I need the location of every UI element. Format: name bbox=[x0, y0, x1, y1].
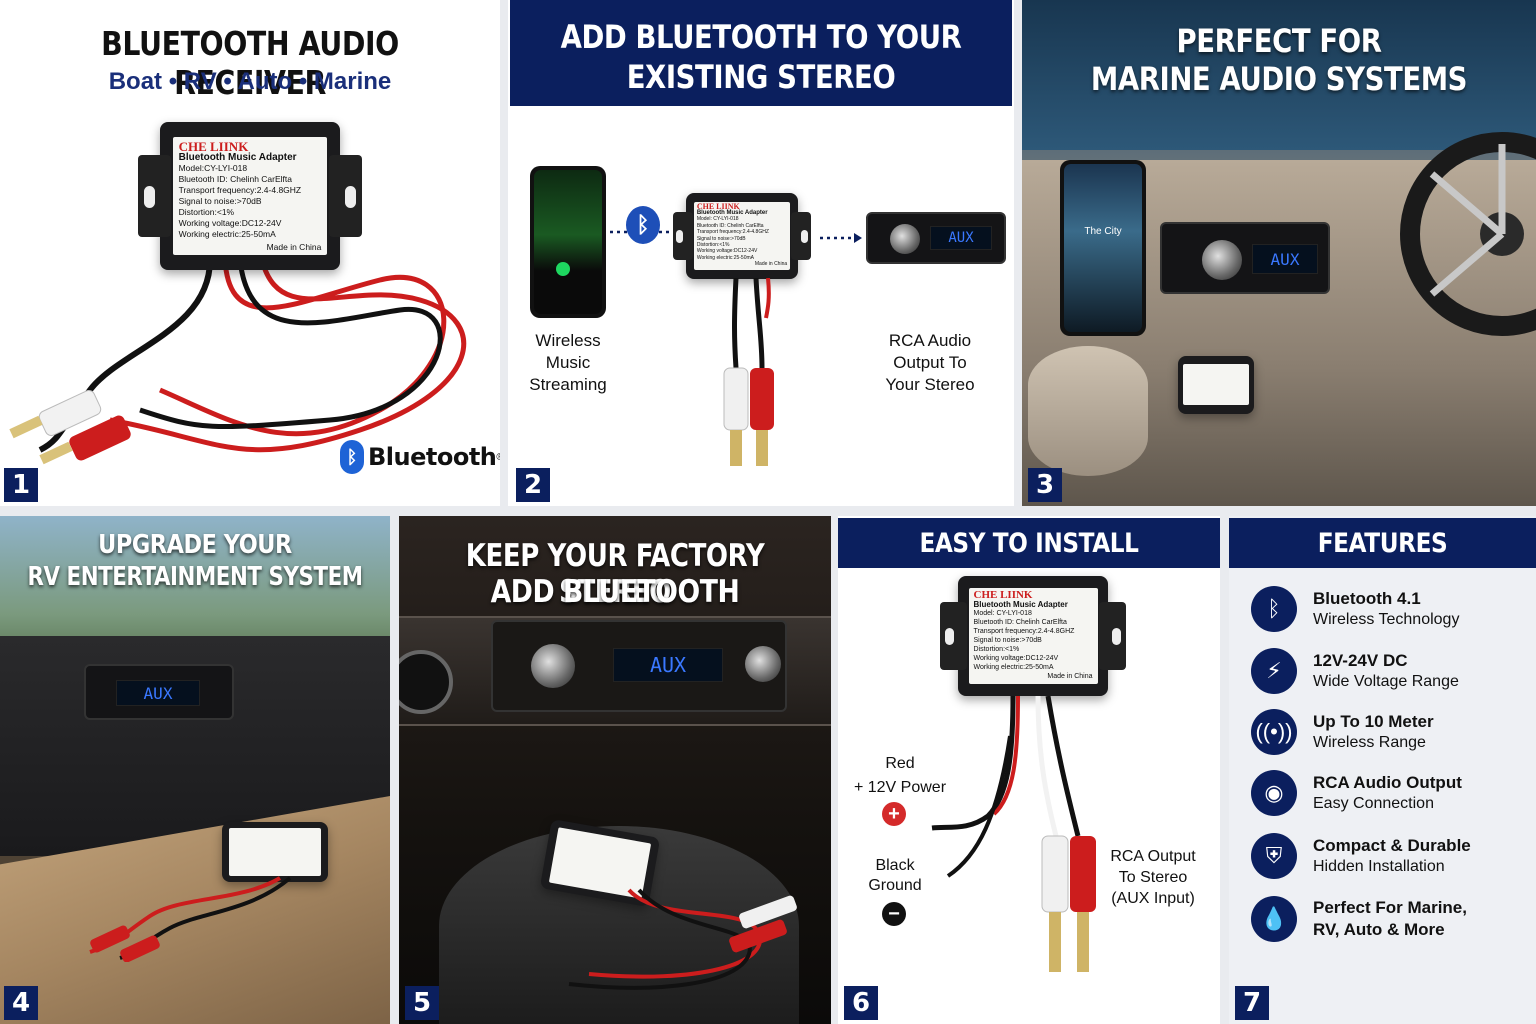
mounting-tab-right bbox=[329, 154, 362, 238]
plus-icon: + bbox=[882, 802, 906, 826]
rca-signal-connector bbox=[818, 228, 862, 253]
panel-marine-photo: PERFECT FOR MARINE AUDIO SYSTEMS The Cit… bbox=[1022, 0, 1536, 506]
bluetooth-adapter-device bbox=[222, 822, 328, 882]
panel1-subtitle: Boat • RV • Auto • Marine bbox=[108, 68, 392, 95]
shield-icon: ⛨ bbox=[1251, 833, 1297, 879]
car-stereo-unit: AUX bbox=[866, 212, 1006, 264]
panel-rv-photo: UPGRADE YOUR RV ENTERTAINMENT SYSTEM AUX… bbox=[0, 516, 390, 1024]
volume-knob bbox=[890, 224, 920, 254]
drop-icon: 💧 bbox=[1251, 896, 1297, 942]
panel-factory-stereo-photo: KEEP YOUR FACTORY STEREO ADD BLUETOOTH A… bbox=[399, 516, 831, 1024]
tuning-knob bbox=[745, 646, 781, 682]
rca-output-label: RCA Output To Stereo (AUX Input) bbox=[1110, 848, 1196, 907]
red-wire-label: Red + 12V Power bbox=[853, 755, 947, 796]
bluetooth-badge: ᛒ Bluetooth ® bbox=[340, 440, 500, 474]
wireless-streaming-caption: Wireless Music Streaming bbox=[529, 331, 607, 394]
panel-number: 1 bbox=[4, 468, 38, 502]
bluetooth-adapter-device bbox=[1178, 356, 1254, 414]
panel-add-bluetooth: ADD BLUETOOTH TO YOUR EXISTING STEREO ᛒ … bbox=[508, 0, 1014, 506]
volume-knob bbox=[531, 644, 575, 688]
rca-output-caption: RCA Audio Output To Your Stereo bbox=[885, 331, 975, 394]
bluetooth-icon: ᛒ bbox=[340, 440, 364, 474]
bluetooth-icon: ᛒ bbox=[1251, 586, 1297, 632]
volume-knob bbox=[1202, 240, 1242, 280]
panel-number: 6 bbox=[844, 986, 878, 1020]
device-label: CHE LIINK Bluetooth Music Adapter Model:… bbox=[968, 588, 1098, 684]
feature-item: 💧 Perfect For Marine,RV, Auto & More bbox=[1251, 896, 1467, 942]
cup-holder bbox=[1028, 346, 1148, 476]
cable-bundle-illustration bbox=[9, 259, 467, 465]
rca-icon: ◉ bbox=[1251, 770, 1297, 816]
panel-number: 3 bbox=[1028, 468, 1062, 502]
gauge-icon bbox=[399, 650, 453, 714]
factory-stereo-unit: AUX bbox=[491, 620, 787, 712]
panel-number: 7 bbox=[1235, 986, 1269, 1020]
lightning-icon: ⚡ bbox=[1251, 648, 1297, 694]
phone-screen bbox=[534, 170, 602, 314]
black-wire-label: Black Ground bbox=[868, 857, 922, 894]
bluetooth-adapter-device: CHE LIINK Bluetooth Music Adapter Model:… bbox=[138, 122, 362, 270]
minus-icon: − bbox=[882, 902, 906, 926]
bluetooth-signal-connector bbox=[608, 206, 680, 236]
panel7-header: FEATURES bbox=[1229, 518, 1536, 568]
steering-wheel-icon bbox=[1400, 132, 1536, 336]
mounting-tab-left bbox=[138, 154, 171, 238]
rv-stereo-unit: AUX bbox=[84, 664, 234, 720]
stereo-display: AUX bbox=[930, 226, 992, 250]
smartphone-illustration bbox=[530, 166, 606, 318]
device-label: CHE LIINK Bluetooth Music Adapter Model:… bbox=[693, 201, 791, 271]
panel-product-overview: BLUETOOTH AUDIO RECEIVER Boat • RV • Aut… bbox=[0, 0, 500, 506]
wiring-diagram bbox=[931, 696, 1096, 972]
panel-easy-install: EASY TO INSTALL CHE LIINK Bluetooth Musi… bbox=[838, 516, 1220, 1024]
rca-cables-illustration bbox=[89, 876, 292, 962]
panel6-header: EASY TO INSTALL bbox=[838, 518, 1220, 568]
panel-number: 4 bbox=[4, 986, 38, 1020]
panel-number: 2 bbox=[516, 468, 550, 502]
signal-icon: ((•)) bbox=[1251, 709, 1297, 755]
panel1-title: BLUETOOTH AUDIO RECEIVER bbox=[101, 24, 399, 102]
stereo-display: AUX bbox=[116, 680, 200, 706]
panel-number: 5 bbox=[405, 986, 439, 1020]
bluetooth-adapter-device: CHE LIINK Bluetooth Music Adapter Model:… bbox=[672, 193, 812, 279]
ocean-background bbox=[1022, 0, 1536, 150]
device-label: CHE LIINK Bluetooth Music Adapter Model:… bbox=[172, 136, 328, 256]
bluetooth-adapter-device: CHE LIINK Bluetooth Music Adapter Model:… bbox=[940, 576, 1126, 696]
stereo-display: AUX bbox=[1252, 244, 1318, 274]
bluetooth-icon: ᛒ bbox=[626, 206, 660, 244]
rca-cables-illustration bbox=[723, 278, 774, 466]
panel2-header: ADD BLUETOOTH TO YOUR EXISTING STEREO bbox=[510, 0, 1012, 106]
marine-stereo-unit: AUX bbox=[1160, 222, 1330, 294]
rv-window-background bbox=[0, 516, 390, 656]
stereo-display: AUX bbox=[613, 648, 723, 682]
rca-cables-illustration bbox=[568, 888, 797, 990]
smartphone-illustration: The City bbox=[1060, 160, 1146, 336]
